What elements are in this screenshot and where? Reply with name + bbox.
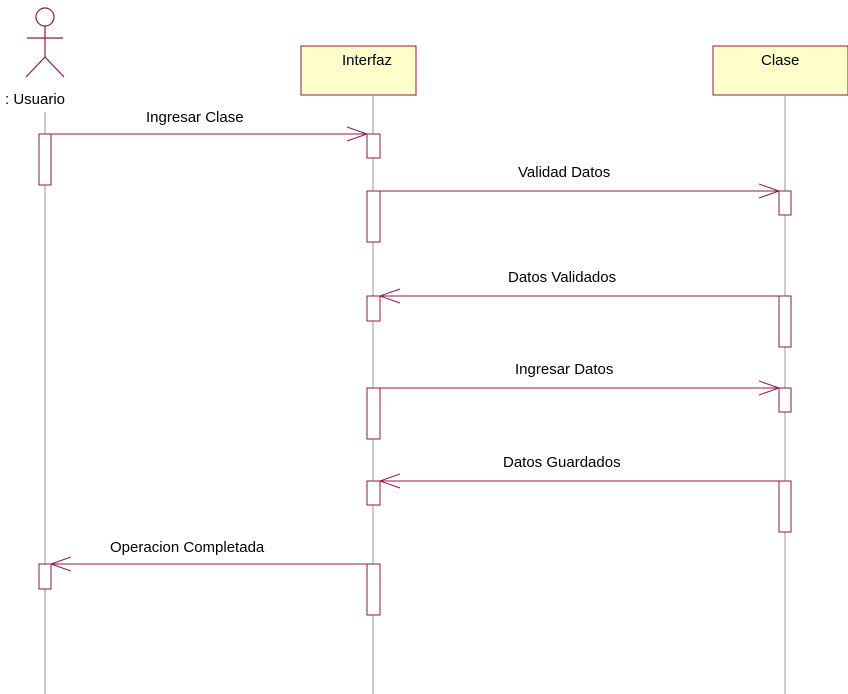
activation-clase-1 <box>778 190 792 216</box>
activation-usuario-1 <box>38 133 52 186</box>
actor-usuario-label: : Usuario <box>5 91 65 108</box>
arrowhead-icon <box>49 556 72 572</box>
object-interfaz-box <box>300 45 417 96</box>
activation-interfaz-4 <box>366 387 381 440</box>
activation-clase-2 <box>778 295 792 348</box>
stick-figure-icon <box>25 7 65 78</box>
activation-interfaz-3 <box>366 295 381 322</box>
arrowhead-icon <box>378 288 401 304</box>
actor-usuario[interactable]: : Usuario <box>5 7 65 108</box>
message-label: Ingresar Clase <box>146 109 244 126</box>
activation-usuario-2 <box>38 563 52 590</box>
activation-interfaz-2 <box>366 190 381 243</box>
arrowhead-icon <box>346 126 369 142</box>
message-datos-guardados[interactable]: Datos Guardados <box>378 454 779 489</box>
message-ingresar-clase[interactable]: Ingresar Clase <box>51 109 369 142</box>
arrowhead-icon <box>758 380 781 396</box>
object-clase-label: Clase <box>761 52 799 69</box>
message-label: Datos Guardados <box>503 454 621 471</box>
message-ingresar-datos[interactable]: Ingresar Datos <box>380 361 781 396</box>
message-datos-validados[interactable]: Datos Validados <box>378 269 779 304</box>
message-label: Ingresar Datos <box>515 361 613 378</box>
message-label: Operacion Completada <box>110 539 265 556</box>
object-clase-box <box>712 45 848 96</box>
arrowhead-icon <box>378 473 401 489</box>
activation-clase-4 <box>778 480 792 533</box>
activation-interfaz-6 <box>366 563 381 616</box>
object-clase[interactable]: Clase <box>712 45 848 96</box>
object-interfaz[interactable]: Interfaz <box>300 45 417 96</box>
message-operacion-completada[interactable]: Operacion Completada <box>49 539 367 572</box>
activation-interfaz-1 <box>366 133 381 159</box>
message-validad-datos[interactable]: Validad Datos <box>380 164 781 199</box>
message-label: Datos Validados <box>508 269 616 286</box>
object-interfaz-label: Interfaz <box>342 52 392 69</box>
message-label: Validad Datos <box>518 164 610 181</box>
activation-clase-3 <box>778 387 792 413</box>
arrowhead-icon <box>758 183 781 199</box>
activation-interfaz-5 <box>366 480 381 506</box>
